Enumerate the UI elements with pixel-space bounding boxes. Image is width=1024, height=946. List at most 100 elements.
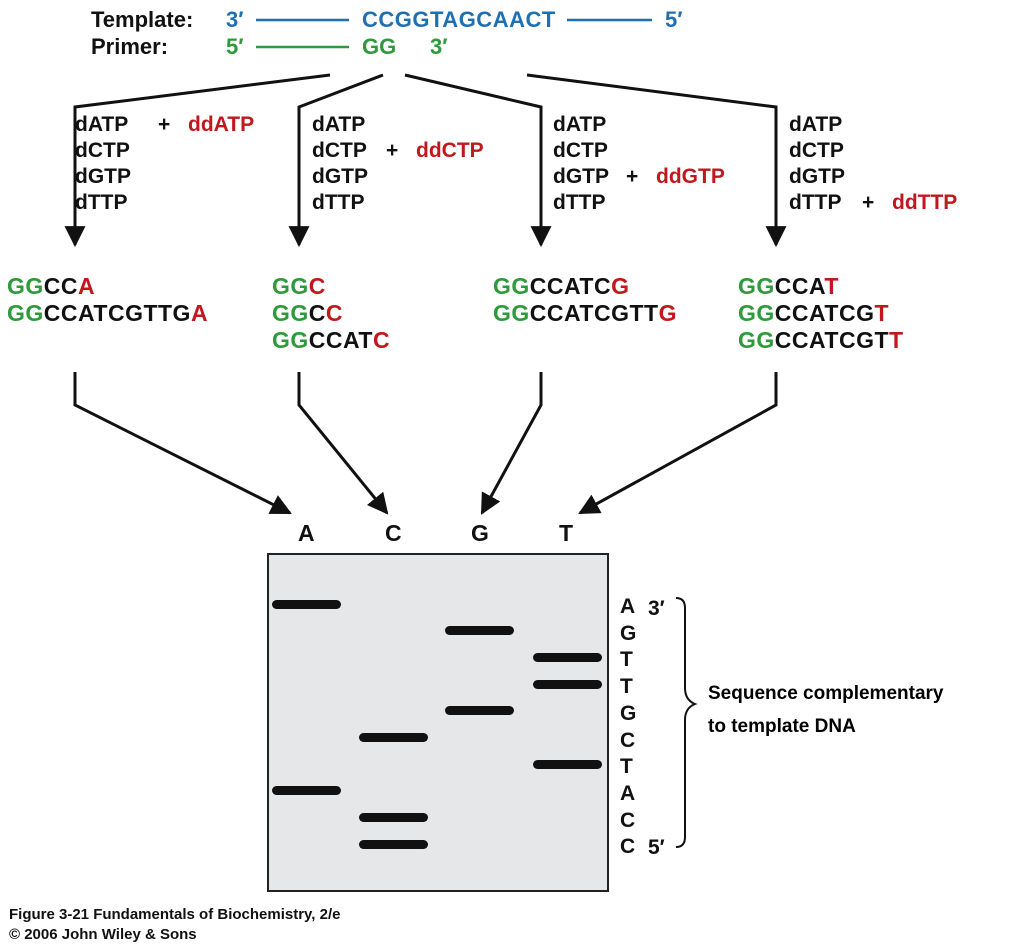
lane-arrow-a xyxy=(73,372,292,515)
read-base: C xyxy=(620,835,636,859)
terminating-base: G xyxy=(611,273,630,299)
extended-bases: CCATCG xyxy=(774,300,875,326)
template-sequence: CCGGTAGCAACT xyxy=(362,7,556,32)
read-base: C xyxy=(620,728,636,752)
dntp-dgtp: dGTP xyxy=(553,165,609,188)
read-base: T xyxy=(620,755,633,779)
dntp-datp: dATP xyxy=(312,113,366,136)
product-fragment: GGCCA xyxy=(7,273,95,300)
primer-bases: GG xyxy=(7,300,44,326)
product-fragment: GGCCATC xyxy=(272,327,390,354)
split-arrow-g xyxy=(404,73,552,248)
lane-arrow-g xyxy=(480,372,543,515)
gel-band-g xyxy=(445,706,514,716)
product-fragment: GGCCATCGTTGA xyxy=(7,300,208,327)
terminating-base: C xyxy=(325,300,344,326)
dntp-datp: dATP xyxy=(553,113,607,136)
extended-bases: CCATCGTTG xyxy=(43,300,191,326)
terminating-base: G xyxy=(658,300,677,326)
primer-bases: GG xyxy=(493,273,530,299)
dntp-datp: dATP xyxy=(789,113,843,136)
copyright: © 2006 John Wiley & Sons xyxy=(9,926,197,943)
primer-bases: GG xyxy=(493,300,530,326)
primer-bases: GG xyxy=(738,273,775,299)
read-3prime: 3′ xyxy=(648,597,665,620)
product-fragment: GGC xyxy=(272,273,326,300)
dideoxy-ddgtp: ddGTP xyxy=(656,165,725,188)
plus-sign: + xyxy=(158,113,171,136)
split-arrow-a xyxy=(64,73,331,248)
dntp-dttp: dTTP xyxy=(553,191,606,214)
dntp-dctp: dCTP xyxy=(789,139,844,162)
lane-arrow-t xyxy=(578,372,778,515)
dideoxy-ddatp: ddATP xyxy=(188,113,255,136)
plus-sign: + xyxy=(386,139,399,162)
dntp-dgtp: dGTP xyxy=(312,165,368,188)
dideoxy-ddctp: ddCTP xyxy=(416,139,484,162)
dntp-dttp: dTTP xyxy=(75,191,128,214)
gel-band-c xyxy=(359,733,428,742)
gel-band-c xyxy=(359,839,428,849)
dntp-dctp: dCTP xyxy=(553,139,608,162)
primer-sequence: GG xyxy=(362,34,397,59)
read-5prime: 5′ xyxy=(648,836,665,859)
caption-line-2: to template DNA xyxy=(708,716,856,737)
terminating-base: C xyxy=(308,273,326,299)
product-fragment: GGCCATCGTTG xyxy=(493,300,677,327)
terminating-base: A xyxy=(78,273,96,299)
terminating-base: T xyxy=(824,273,839,299)
primer-label: Primer: xyxy=(91,34,169,59)
terminating-base: T xyxy=(889,327,904,353)
gel-band-t xyxy=(533,759,602,769)
plus-sign: + xyxy=(626,165,639,188)
dideoxy-ddttp: ddTTP xyxy=(892,191,958,214)
template-3prime: 3′ xyxy=(226,7,244,32)
split-arrow-t xyxy=(526,73,787,248)
product-fragment: GGCC xyxy=(272,300,343,327)
terminating-base: T xyxy=(874,300,890,326)
dntp-dctp: dCTP xyxy=(312,139,367,162)
extended-bases: CCATCGT xyxy=(774,327,890,353)
product-fragment: GGCCATCG xyxy=(493,273,629,300)
primer-3prime: 3′ xyxy=(430,34,448,59)
extended-bases: CC xyxy=(43,273,79,299)
terminating-base: A xyxy=(190,300,209,326)
gel-band-a xyxy=(272,599,341,609)
primer-bases: GG xyxy=(7,273,44,299)
read-base: G xyxy=(620,621,637,645)
split-arrow-c xyxy=(288,73,384,248)
primer-bases: GG xyxy=(272,273,309,299)
template-label: Template: xyxy=(91,7,194,32)
extended-bases: C xyxy=(308,300,326,326)
extended-bases: CCA xyxy=(774,273,825,299)
sequencing-gel xyxy=(267,553,609,892)
figure-credit: Figure 3-21 Fundamentals of Biochemistry… xyxy=(9,906,341,923)
read-base: T xyxy=(620,648,633,672)
gel-band-g xyxy=(445,626,514,636)
lane-label-g: G xyxy=(471,520,489,546)
primer-bases: GG xyxy=(272,300,309,326)
lane-label-c: C xyxy=(385,520,402,546)
read-base: T xyxy=(620,675,633,699)
lane-label-a: A xyxy=(298,520,315,546)
product-fragment: GGCCATCGT xyxy=(738,300,889,327)
dntp-dctp: dCTP xyxy=(75,139,130,162)
extended-bases: CCAT xyxy=(308,327,373,353)
template-5prime: 5′ xyxy=(665,7,683,32)
dntp-dttp: dTTP xyxy=(312,191,365,214)
primer-5prime: 5′ xyxy=(226,34,244,59)
read-base: A xyxy=(620,781,636,805)
lane-label-t: T xyxy=(559,520,574,546)
dntp-dttp: dTTP xyxy=(789,191,842,214)
gel-band-t xyxy=(533,652,602,662)
dntp-dgtp: dGTP xyxy=(75,165,131,188)
plus-sign: + xyxy=(862,191,875,214)
primer-bases: GG xyxy=(738,327,775,353)
dntp-datp: dATP xyxy=(75,113,129,136)
gel-band-a xyxy=(272,786,341,796)
read-base: G xyxy=(620,701,637,725)
read-base: A xyxy=(620,595,636,618)
sequence-brace xyxy=(675,597,698,848)
